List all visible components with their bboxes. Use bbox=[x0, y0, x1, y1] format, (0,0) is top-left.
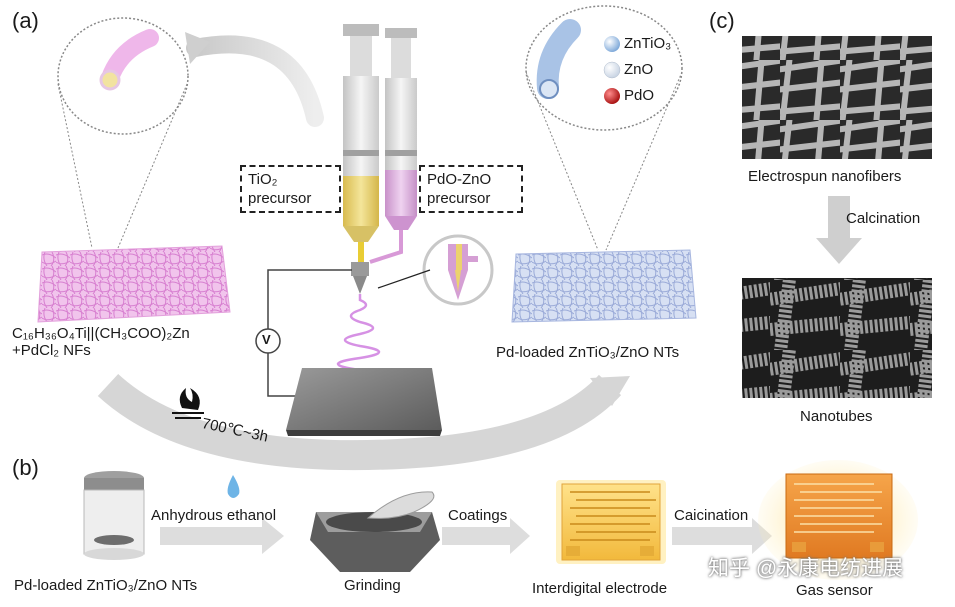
circuit-wire bbox=[267, 269, 352, 397]
step-arrow-ethanol-label: Anhydrous ethanol bbox=[151, 507, 277, 524]
panel-label-b: (b) bbox=[12, 455, 39, 480]
watermark: 知乎 @永康电纺进展 bbox=[708, 557, 904, 580]
legend-zntio3-dot bbox=[604, 36, 620, 52]
blue-nts-label: Pd-loaded ZnTiO₃/ZnO NTs bbox=[496, 344, 680, 361]
nanotubes-label: Nanotubes bbox=[800, 408, 873, 425]
step-material-label: Pd-loaded ZnTiO₃/ZnO NTs bbox=[14, 577, 198, 594]
step-gas-sensor-label: Gas sensor bbox=[796, 582, 873, 599]
gas-sensor-icon bbox=[758, 460, 918, 580]
sem-nanofibers-image bbox=[742, 36, 932, 159]
arrow-b-3 bbox=[672, 518, 772, 554]
arrow-b-2 bbox=[442, 518, 530, 554]
step-electrode-label: Interdigital electrode bbox=[532, 580, 668, 597]
mortar-pestle-icon bbox=[310, 491, 440, 572]
syringe-tio2 bbox=[343, 24, 379, 262]
coaxial-nozzle-icon bbox=[448, 244, 478, 300]
blue-nanotube-mat bbox=[511, 249, 697, 323]
step-arrow-coatings-label: Coatings bbox=[448, 507, 508, 524]
ethanol-drop-icon bbox=[227, 475, 240, 498]
zoom-bubble-left bbox=[57, 17, 189, 135]
panel-label-a: (a) bbox=[12, 8, 39, 33]
calcination-label: Calcination bbox=[846, 210, 921, 227]
pink-nanofiber-mat bbox=[37, 245, 231, 323]
legend-pdo: PdO bbox=[624, 87, 655, 104]
legend-pdo-dot bbox=[604, 88, 620, 104]
legend-zntio3: ZnTiO₃ bbox=[624, 35, 672, 52]
pink-nfs-line1: C₁₆H₃₆O₄Ti||(CH₃COO)₂Zn bbox=[12, 325, 190, 342]
collector-plate bbox=[286, 368, 442, 430]
calcination-arrow-c bbox=[816, 196, 862, 264]
legend-zno-dot bbox=[603, 61, 621, 79]
step-grinding-label: Grinding bbox=[344, 577, 401, 594]
syringe-pdo bbox=[369, 28, 417, 264]
arrow-b-1 bbox=[160, 518, 284, 554]
pdo-label: PdO-ZnO bbox=[427, 171, 492, 188]
calcination-arrow-big bbox=[97, 373, 622, 471]
pdo-precursor-box: PdO-ZnO precursor bbox=[419, 165, 523, 213]
calcination-arrow-big-head bbox=[590, 376, 630, 406]
voltmeter-label: V bbox=[262, 332, 271, 347]
flame-icon bbox=[172, 388, 204, 419]
precursor-label: precursor bbox=[248, 190, 312, 207]
precursor-label: precursor bbox=[427, 190, 491, 207]
interdigital-electrode-icon bbox=[556, 480, 666, 564]
legend-zno: ZnO bbox=[624, 61, 654, 78]
tio2-label: TiO₂ bbox=[248, 171, 278, 188]
pink-nfs-line2: +PdCl₂ NFs bbox=[12, 342, 91, 359]
recycle-arrow-top bbox=[186, 35, 324, 127]
spinneret-nozzle bbox=[351, 262, 369, 276]
voltmeter bbox=[255, 328, 281, 354]
step-arrow-caicination-label: Caicination bbox=[674, 507, 749, 524]
recycle-arrow-top-head bbox=[185, 32, 210, 64]
tio2-precursor-box: TiO₂ precursor bbox=[240, 165, 341, 213]
pink-nfs-label: C₁₆H₃₆O₄Ti||(CH₃COO)₂Zn +PdCl₂ NFs bbox=[12, 325, 190, 359]
jar-icon bbox=[83, 471, 145, 560]
sem-nanotubes-image bbox=[742, 278, 932, 398]
electrospun-nanofibers-label: Electrospun nanofibers bbox=[748, 168, 902, 185]
panel-label-c: (c) bbox=[709, 8, 735, 33]
